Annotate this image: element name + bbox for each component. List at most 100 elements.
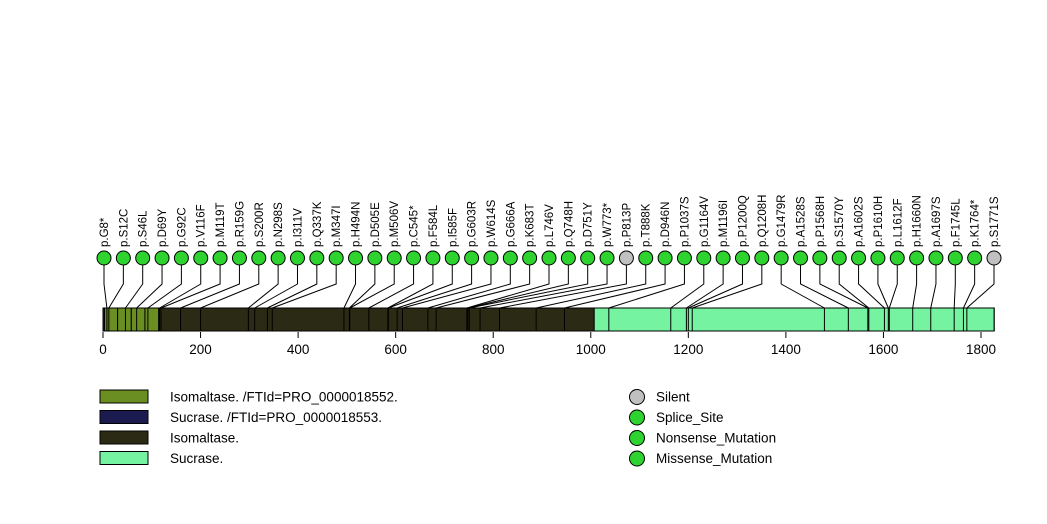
mutation-label: p.F1745L bbox=[950, 198, 962, 247]
mutation-circle bbox=[193, 250, 209, 266]
mutation-stem bbox=[962, 265, 976, 309]
axis-tick-label: 1400 bbox=[771, 342, 801, 357]
domain-rect bbox=[130, 307, 146, 332]
mutation-circle bbox=[212, 250, 228, 266]
mutation-circle bbox=[754, 250, 770, 266]
mutation-stem bbox=[608, 265, 685, 309]
mutation-label: p.A1697S bbox=[931, 196, 943, 247]
mutation-stem bbox=[953, 265, 956, 309]
mutation-stem bbox=[436, 265, 531, 309]
mutation-legend-swatch bbox=[629, 450, 645, 467]
mutation-stem bbox=[888, 265, 898, 309]
mutation-stem bbox=[479, 265, 608, 309]
mutation-stem bbox=[125, 265, 144, 309]
mutation-label: p.M347I bbox=[331, 205, 343, 247]
mutation-legend-label: Nonsense_Mutation bbox=[656, 431, 776, 446]
mutation-label: p.P1610H bbox=[873, 196, 885, 247]
mutation-circle bbox=[464, 250, 480, 266]
axis-tick-label: 200 bbox=[189, 342, 212, 357]
domain-legend-label: Sucrase. bbox=[170, 451, 223, 466]
mutation-label: p.A1528S bbox=[796, 196, 808, 247]
mutation-circle bbox=[541, 250, 557, 266]
mutation-label: p.M1196I bbox=[718, 200, 730, 247]
mutation-stem bbox=[180, 265, 240, 309]
domain-legend-label: Sucrase. /FTId=PRO_0000018553. bbox=[170, 410, 382, 425]
mutation-label: p.K683T bbox=[525, 204, 537, 247]
mutation-label: p.G92C bbox=[176, 207, 188, 247]
mutation-label: p.Q1208H bbox=[757, 195, 769, 247]
mutation-circle bbox=[870, 250, 886, 266]
mutation-stem bbox=[108, 265, 124, 309]
mutation-stem bbox=[692, 265, 763, 309]
mutation-circle bbox=[270, 250, 286, 266]
domain-rect bbox=[102, 307, 595, 332]
mutation-stem bbox=[858, 265, 885, 309]
mutation-stem bbox=[688, 265, 743, 309]
domain-legend-swatch bbox=[99, 451, 149, 465]
mutation-circle bbox=[696, 250, 712, 266]
mutation-circle bbox=[967, 250, 983, 266]
mutation-circle bbox=[986, 250, 1002, 266]
mutation-circle bbox=[425, 250, 441, 266]
mutation-circle bbox=[889, 250, 905, 266]
mutation-stem bbox=[272, 265, 337, 309]
mutation-stem bbox=[467, 265, 569, 309]
mutation-stem bbox=[349, 265, 395, 309]
domain-legend-swatch bbox=[99, 410, 149, 424]
domain-legend-label: Isomaltase. /FTId=PRO_0000018552. bbox=[170, 390, 398, 405]
mutation-stem bbox=[838, 265, 870, 309]
mutation-label: p.L746V bbox=[544, 204, 556, 247]
axis-tick-label: 0 bbox=[99, 342, 107, 357]
mutation-circle bbox=[173, 250, 189, 266]
mutation-stem bbox=[200, 265, 260, 309]
mutation-stem bbox=[912, 265, 918, 309]
mutation-label: p.G8* bbox=[99, 217, 111, 247]
axis-tick-label: 1600 bbox=[868, 342, 898, 357]
mutation-circle bbox=[135, 250, 151, 266]
mutation-stem bbox=[343, 265, 357, 309]
domain-legend-label: Isomaltase. bbox=[170, 431, 239, 446]
mutation-stem bbox=[159, 265, 202, 309]
mutation-legend-label: Splice_Site bbox=[656, 410, 724, 425]
mutation-circle bbox=[444, 250, 460, 266]
mutation-stem bbox=[800, 265, 849, 309]
domain-legend-swatch bbox=[99, 389, 149, 404]
mutation-circle bbox=[115, 250, 131, 266]
mutation-circle bbox=[676, 250, 692, 266]
mutation-label: p.G603R bbox=[467, 201, 479, 247]
mutation-legend-label: Missense_Mutation bbox=[656, 451, 772, 466]
mutation-stem bbox=[103, 265, 108, 309]
mutation-stem bbox=[780, 265, 825, 309]
mutation-stem bbox=[499, 265, 627, 309]
axis-tick-label: 400 bbox=[287, 342, 310, 357]
axis-tick-label: 800 bbox=[482, 342, 505, 357]
mutation-label: p.V116F bbox=[196, 204, 208, 247]
mutation-circle bbox=[618, 250, 634, 266]
mutation-label: p.S12C bbox=[118, 209, 130, 247]
mutation-circle bbox=[560, 250, 576, 266]
mutation-legend-label: Silent bbox=[656, 390, 690, 405]
mutation-label: p.F584L bbox=[428, 204, 440, 247]
mutation-stem bbox=[564, 265, 666, 309]
domain-rect bbox=[144, 307, 160, 332]
mutation-circle bbox=[715, 250, 731, 266]
mutation-circle bbox=[812, 250, 828, 266]
mutation-circle bbox=[231, 250, 247, 266]
mutation-label: p.G1479R bbox=[776, 195, 788, 247]
mutation-circle bbox=[734, 250, 750, 266]
domain-legend-swatch bbox=[99, 430, 149, 445]
mutation-label: p.M119T bbox=[215, 202, 227, 247]
domain-rect bbox=[117, 307, 132, 332]
mutation-circle bbox=[406, 250, 422, 266]
mutation-label: p.D946N bbox=[660, 202, 672, 247]
mutation-label: p.H494N bbox=[351, 202, 363, 247]
mutation-stem bbox=[254, 265, 298, 309]
mutation-legend-swatch bbox=[629, 409, 645, 426]
mutation-circle bbox=[793, 250, 809, 266]
mutation-circle bbox=[928, 250, 944, 266]
mutation-circle bbox=[483, 250, 499, 266]
mutation-label: p.D751Y bbox=[583, 202, 595, 247]
mutation-label: p.Q748H bbox=[563, 201, 575, 247]
